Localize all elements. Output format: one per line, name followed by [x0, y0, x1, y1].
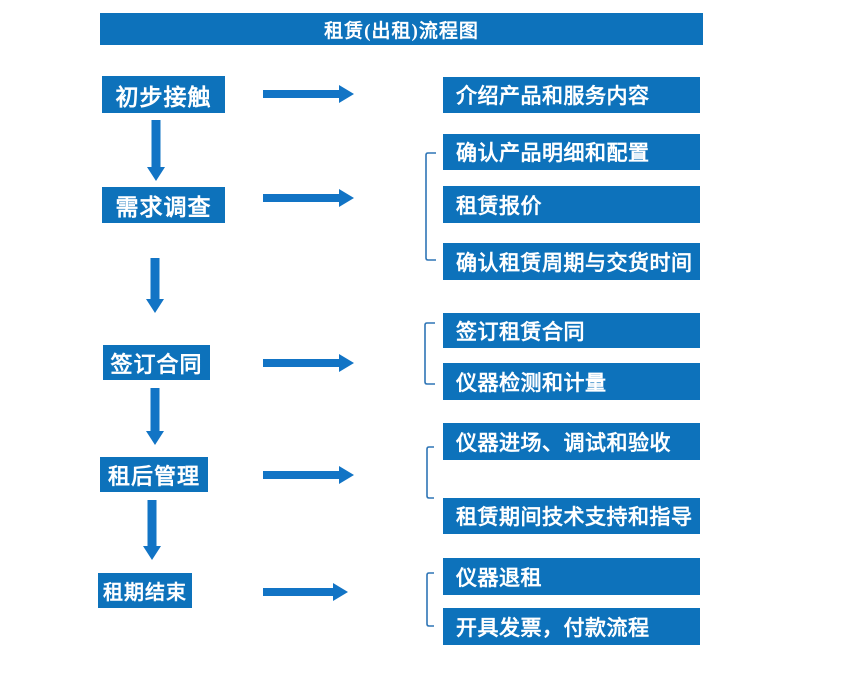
- arrow-right-icon: [263, 354, 354, 372]
- bracket-icon: [426, 446, 434, 499]
- detail-box-instrument-setup-acceptance: 仪器进场、调试和验收: [443, 423, 700, 460]
- arrow-down-icon: [147, 120, 165, 181]
- step-box-sign-contract: 签订合同: [103, 345, 210, 380]
- detail-box-rental-quote: 租赁报价: [443, 186, 700, 223]
- detail-box-sign-rental-contract: 签订租赁合同: [443, 313, 700, 348]
- bracket-icon: [425, 152, 436, 261]
- detail-box-instrument-inspection: 仪器检测和计量: [443, 363, 700, 400]
- arrow-right-icon: [263, 583, 348, 601]
- arrow-down-icon: [146, 258, 164, 313]
- step-box-initial-contact: 初步接触: [102, 76, 225, 113]
- bracket-icon: [424, 322, 435, 385]
- page-title: 租赁(出租)流程图: [324, 20, 479, 42]
- arrow-down-icon: [143, 500, 161, 560]
- arrow-down-icon: [146, 388, 164, 445]
- detail-box-confirm-product-config: 确认产品明细和配置: [443, 134, 700, 170]
- step-box-post-rental-management: 租后管理: [100, 457, 208, 492]
- arrow-right-icon: [263, 189, 354, 207]
- detail-box-introduce-products: 介绍产品和服务内容: [443, 77, 700, 113]
- detail-box-confirm-period-delivery: 确认租赁周期与交货时间: [443, 243, 700, 280]
- arrow-right-icon: [263, 85, 354, 103]
- detail-box-invoice-payment: 开具发票，付款流程: [443, 608, 700, 645]
- bracket-icon: [426, 572, 434, 627]
- step-box-rental-end: 租期结束: [98, 573, 192, 608]
- detail-box-technical-support: 租赁期间技术支持和指导: [443, 498, 700, 534]
- arrow-right-icon: [263, 466, 354, 484]
- detail-box-instrument-return: 仪器退租: [443, 558, 700, 595]
- title-bar: 租赁(出租)流程图: [100, 13, 703, 45]
- step-box-needs-survey: 需求调查: [102, 187, 225, 223]
